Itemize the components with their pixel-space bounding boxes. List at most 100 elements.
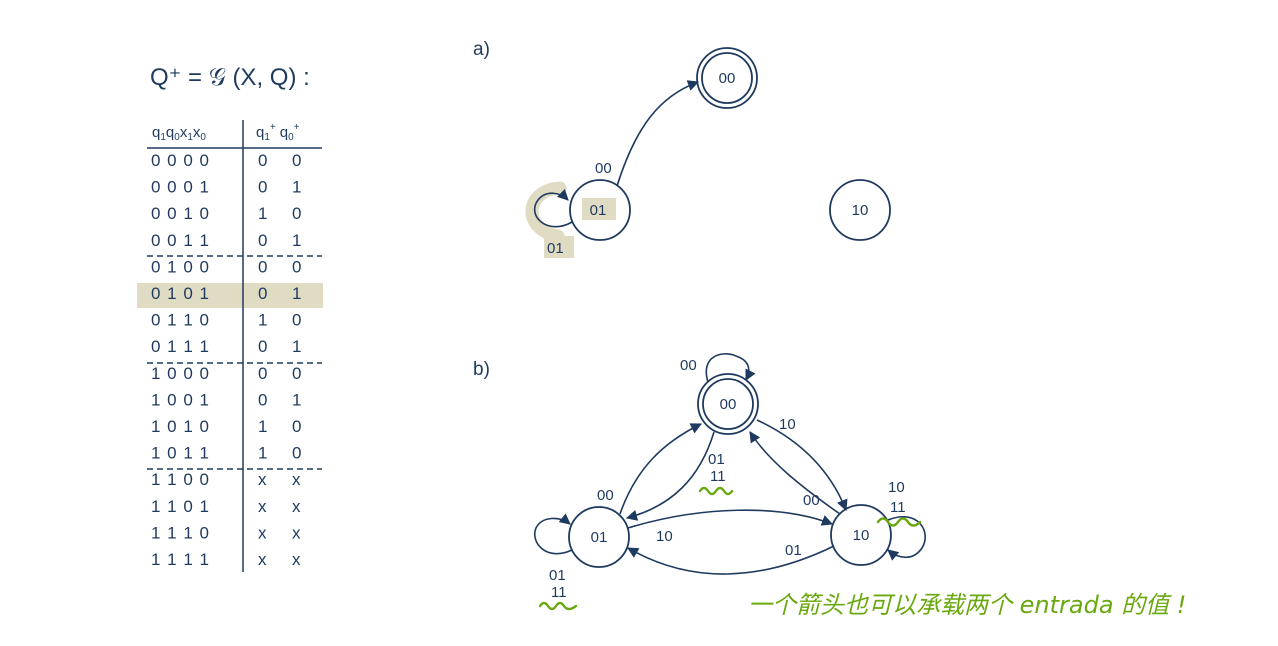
a-state-01: 01 [569, 179, 631, 241]
b-edge-10-to-00 [749, 431, 841, 515]
diagram-b: b) 00 01 10 00 10 00 01 11 00 [473, 353, 926, 601]
loop-highlight [525, 181, 567, 243]
b-edge-01-loop-label-1: 01 [549, 567, 566, 584]
diagram-b-label: b) [473, 359, 490, 380]
b-state-00: 00 [697, 373, 759, 435]
header-outputs: q1+q0+ [256, 122, 300, 143]
b-edge-00-to-01-label-2: 11 [710, 468, 726, 485]
row-q0-next: 0 [292, 417, 301, 436]
b-edge-00-loop-label: 00 [680, 357, 697, 374]
a-edge-01-to-00 [616, 80, 700, 187]
b-edge-00-loop [705, 353, 756, 383]
diagram-a: a) 00 01 10 00 01 [473, 39, 891, 258]
table-row: 0 0 0 0 0 0 [151, 151, 301, 170]
table-header: q1q0x1x0 q1+q0+ [152, 122, 300, 143]
row-q1-next: 0 [258, 178, 267, 197]
row-inputs: 1 1 0 1 [151, 497, 210, 516]
row-q1-next: x [258, 497, 267, 516]
a-state-00-label: 00 [719, 70, 736, 87]
row-q0-next: 0 [292, 257, 301, 276]
row-q0-next: 1 [292, 337, 301, 356]
table-rows: 0 0 0 0 0 0 0 0 0 1 0 1 0 0 1 0 1 0 0 0 1 1 0 1 0 1 … [151, 151, 301, 569]
row-q1-next: 1 [258, 311, 267, 330]
b-edge-10-to-01-label: 01 [785, 542, 802, 559]
table-row: 0 1 0 0 0 0 [151, 257, 301, 276]
b-state-10-label: 10 [853, 527, 870, 544]
b-edge-10-loop-label-1: 10 [888, 479, 905, 496]
row-q0-next: 1 [292, 231, 301, 250]
row-inputs: 0 1 0 0 [151, 257, 210, 276]
row-q1-next: 0 [258, 257, 267, 276]
b-edge-00-to-10-label: 10 [779, 416, 796, 433]
row-inputs: 1 1 0 0 [151, 470, 210, 489]
row-q1-next: 0 [258, 151, 267, 170]
row-inputs: 0 0 1 0 [151, 204, 210, 223]
row-q1-next: x [258, 523, 267, 542]
row-inputs: 1 0 0 0 [151, 364, 210, 383]
row-q0-next: 0 [292, 151, 301, 170]
row-q1-next: 0 [258, 364, 267, 383]
b-state-00-label: 00 [720, 396, 737, 413]
row-inputs: 1 0 1 0 [151, 417, 210, 436]
row-q1-next: 1 [258, 444, 267, 463]
b-edge-00-to-01-label-1: 01 [708, 451, 725, 468]
b-edge-00-to-01 [625, 431, 715, 521]
b-state-10: 10 [830, 504, 892, 566]
row-q1-next: x [258, 550, 267, 569]
row-q0-next: x [292, 470, 301, 489]
row-inputs: 0 0 1 1 [151, 231, 210, 250]
table-row: 1 0 1 1 1 0 [151, 444, 301, 463]
row-q1-next: x [258, 470, 267, 489]
b-edge-01-to-10 [627, 509, 834, 529]
handwritten-marks [538, 486, 922, 611]
table-row: 1 1 1 0 x x [151, 523, 301, 542]
row-q1-next: 1 [258, 204, 267, 223]
a-state-10: 10 [829, 179, 891, 241]
table-row: 0 0 1 1 0 1 [151, 231, 301, 250]
handwritten-annotation: 一个箭头也可以承载两个 entrada 的值 ! [748, 591, 1186, 619]
row-q0-next: x [292, 523, 301, 542]
b-edge-10-to-01 [627, 545, 835, 575]
header-inputs: q1q0x1x0 [152, 124, 206, 143]
b-edge-01-loop-label-2: 11 [551, 584, 567, 601]
b-edge-10-loop [887, 516, 926, 561]
row-inputs: 1 1 1 0 [151, 523, 210, 542]
row-inputs: 0 0 0 1 [151, 178, 210, 197]
table-row: 1 0 1 0 1 0 [151, 417, 301, 436]
b-state-01: 01 [568, 506, 630, 568]
a-state-00: 00 [696, 47, 758, 109]
row-inputs: 0 1 1 1 [151, 337, 210, 356]
b-edge-01-to-00-label: 00 [597, 487, 614, 504]
a-state-10-label: 10 [852, 202, 869, 219]
diagram-a-label: a) [473, 39, 490, 60]
row-inputs: 1 0 1 1 [151, 444, 210, 463]
b-edge-10-loop-label-2: 11 [890, 499, 906, 516]
row-q1-next: 1 [258, 417, 267, 436]
row-q0-next: 0 [292, 311, 301, 330]
row-inputs: 0 0 0 0 [151, 151, 210, 170]
a-edge-01-to-00-label: 00 [595, 160, 612, 177]
row-q0-next: x [292, 550, 301, 569]
table-row: 0 0 1 0 1 0 [151, 204, 301, 223]
b-edge-01-to-10-label: 10 [656, 528, 673, 545]
a-state-01-label: 01 [590, 202, 607, 219]
b-state-01-label: 01 [591, 529, 608, 546]
b-edge-10-to-00-label: 00 [803, 492, 820, 509]
row-q0-next: 0 [292, 204, 301, 223]
row-q1-next: 0 [258, 390, 267, 409]
row-q0-next: 0 [292, 364, 301, 383]
table-row: 1 1 0 0 x x [151, 470, 301, 489]
table-row: 1 0 0 0 0 0 [151, 364, 301, 383]
row-q0-next: 0 [292, 444, 301, 463]
b-edge-00-to-10 [756, 419, 848, 512]
row-q1-next: 0 [258, 231, 267, 250]
b-edge-01-to-00 [619, 423, 703, 515]
squiggle-under-11-center [698, 486, 734, 496]
squiggle-under-11-loop01 [538, 601, 578, 611]
squiggle-under-11-loop10 [876, 517, 922, 527]
